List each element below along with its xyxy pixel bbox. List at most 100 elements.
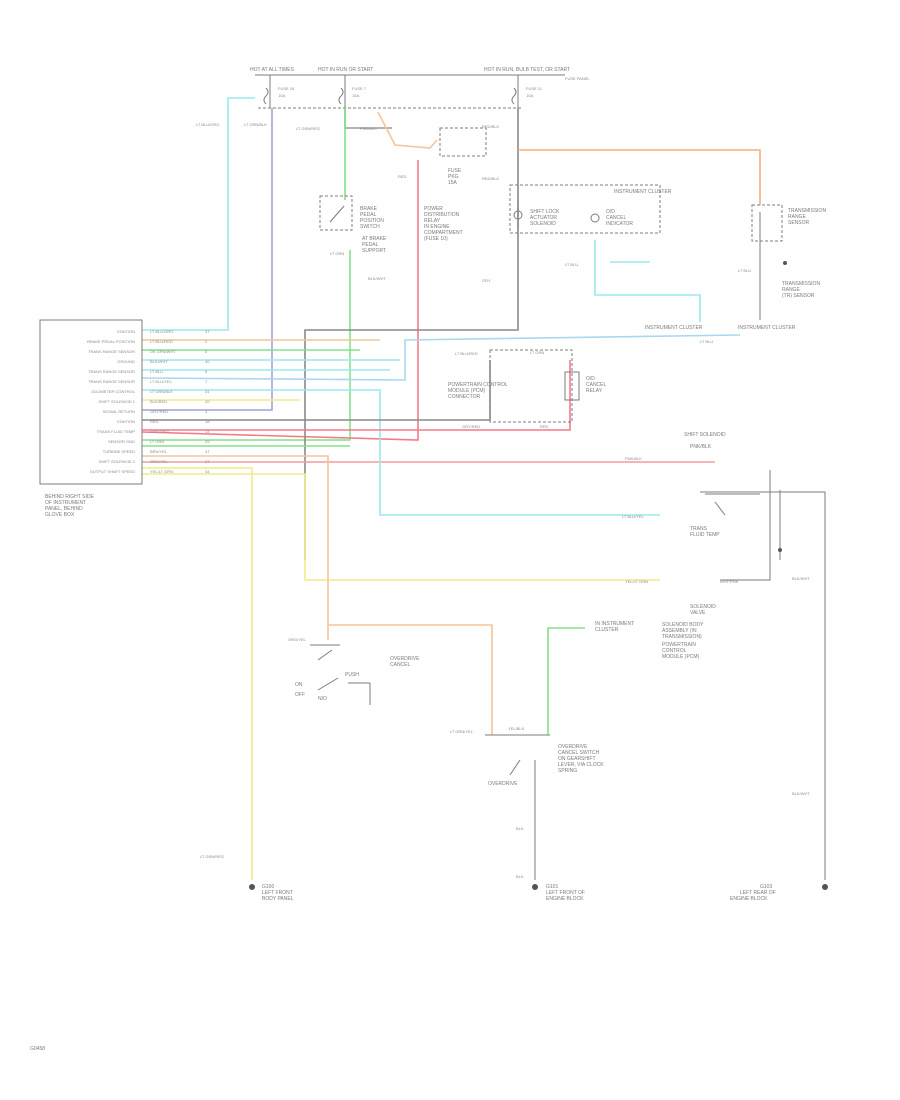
pcm-footer-4: GLOVE BOX [45,512,75,518]
pcm-pin-wire: LT BLU/RED [150,339,173,344]
odc-l1: OVERDRIVE [390,656,420,662]
pkg-note-4: IN ENGINE [424,224,450,230]
od-off: OFF [295,692,305,698]
overdrive-cancel-switch: ORG/YEL OVERDRIVE CANCEL ON OFF N/O PUSH [288,637,420,705]
lbl-pnk-blk-2: PNK/BLK [625,456,642,461]
hot-label-3: HOT IN RUN, BULB TEST, OR START [484,67,570,73]
transmission-range-sensor: TRANSMISSION RANGE SENSOR TRANSMISSION R… [645,204,826,331]
trs-note-2: RANGE [782,287,800,293]
wire-org-yel: ORG/YEL [288,637,307,642]
cluster-label-right: INSTRUMENT CLUSTER [738,325,796,331]
pcm-pin-name: IGNITION [117,419,135,424]
gnd1-l2: LEFT FRONT [262,890,293,896]
pcm-pin-number: 47 [205,449,210,454]
pcm-pin-number: 6 [205,369,208,374]
fuse-panel-label: FUSE PANEL [565,76,590,81]
brake-switch-l2: PEDAL [360,212,377,218]
fuse1-sub: 10A [278,93,285,98]
wire-runs [141,97,826,880]
pcm-pin-number: 37 [205,329,210,334]
pcm-pin-wire: DK GRN/WHT [150,349,176,354]
pcm-pin-name: IGNITION [117,329,135,334]
rear-lamp-l1: SHIFT LOCK [530,209,560,215]
lbl-gry: GRY [482,278,491,283]
pcm-pin-name: OUTPUT SHAFT SPEED [90,469,135,474]
lbl-lt-grn-blk: LT GRN/BLK [244,122,267,127]
brake-switch-l1: BRAKE [360,206,378,212]
pcm-pin-wire: YEL/LT GRN [150,469,173,474]
fuse2-label: FUSE 7 [352,86,367,91]
gnd1-l1: G100 [262,884,274,890]
fuse-bus: HOT AT ALL TIMES HOT IN RUN OR START HOT… [250,67,590,109]
instrument-cluster: INSTRUMENT CLUSTER SHIFT LOCK ACTUATOR S… [509,184,672,234]
pcm-pin-number: 13 [205,429,210,434]
grounds: G100 LEFT FRONT BODY PANEL LT GRN/RED G1… [200,854,828,902]
pcm-pin-number: 44 [205,469,210,474]
gnd2-l1: G101 [546,884,558,890]
fuse3-sub: 10A [526,93,533,98]
pkg-note-1: POWER [424,206,443,212]
lbl-lt-blu-red: LT BLU/RED [455,351,478,356]
pcm-pin-wire: LT GRN/BLK [150,389,173,394]
cluster-title: INSTRUMENT CLUSTER [614,189,672,195]
cluster-label-left: INSTRUMENT CLUSTER [645,325,703,331]
lbl-lt-blu-2: LT BLU [738,268,751,273]
pcm-footer-3: PANEL, BEHIND [45,506,83,512]
wire-pnk-blk: PNK/BLK [690,444,712,450]
pcm-pin-wire: BLK/WHT [150,359,168,364]
wire-lt-grn-yel: LT GRN/YEL [450,729,474,734]
pcm-pin-number: 20 [205,399,210,404]
gnd1-l3: BODY PANEL [262,896,294,902]
lbl-gry-red: GRY/RED [462,424,480,429]
overdrive-btn: OVERDRIVE [488,781,518,787]
gnd2-l3: ENGINE BLOCK [546,896,584,902]
col-note-2: CANCEL SWITCH [558,750,600,756]
pcm-pin-wire: LT BLU/YEL [150,379,173,384]
gnd2-l2: LEFT FRONT OF [546,890,585,896]
pcm-pin-number: 5 [205,349,208,354]
pcm-pin-number: 31 [205,389,210,394]
pcm-pin-number: 2 [205,339,208,344]
trs-note-3: (TR) SENSOR [782,293,815,299]
wire-blk-2: BLK [516,874,524,879]
pkg-note-3: RELAY [424,218,441,224]
ground-g101 [532,884,538,890]
ground-g103 [822,884,828,890]
pcm-pin-name: TRANS RANGE SENSOR [88,349,135,354]
gnd3-l1: G103 [760,884,772,890]
pkg-note-2: DISTRIBUTION [424,212,460,218]
shift-note-1: POWERTRAIN [662,642,696,648]
pkg-note-6: (FUSE 10) [424,236,448,242]
pcm-pin-name: TURBINE SPEED [103,449,135,454]
relay-l1: O/D [586,376,595,382]
pcm-pin-name: SIGNAL RETURN [103,409,135,414]
brake-wire-label: LT GRN [330,251,344,256]
wire-blk-1: BLK [516,826,524,831]
trs-l2: RANGE [788,214,806,220]
trans-temp-l2: FLUID TEMP [690,532,720,538]
cancel-ind-l2: CANCEL [606,215,627,221]
pcm-pin-wire: RED [150,419,159,424]
wire-lt-grn-low: LT GRN/RED [200,854,224,859]
wire-red-label: RED [398,174,407,179]
wire-blk-wht-r2: BLK/WHT [792,791,810,796]
page-id: G0458 [30,1046,45,1052]
hot-label-1: HOT AT ALL TIMES [250,67,295,73]
lbl-red-blk-2: RED/BLK [482,176,499,181]
col-note-5: SPRING [558,768,577,774]
lbl-blk-wht: BLK/WHT [368,276,386,281]
lbl-lt-grn-rel: LT GRN [530,350,544,355]
wire-labels: LT BLU/ORG LT GRN/BLK LT GRN/RED PNK/BLK… [196,122,751,584]
pcm-pin-wire: GRY/ORG [150,429,169,434]
lbl-lt-blu-yel: LT BLU/YEL [622,514,645,519]
trs-l1: TRANSMISSION [788,208,826,214]
brake-note-l1: AT BRAKE [362,236,387,242]
brake-switch-l3: POSITION [360,218,384,224]
lbl-lt-blu: LT BLU [565,262,578,267]
relay-l3: RELAY [586,388,603,394]
pcm-pin-name: SHIFT SOLENOID 2 [98,459,135,464]
col-note-3: ON GEARSHIFT [558,756,596,762]
pcm-pin-number: 29 [205,439,210,444]
